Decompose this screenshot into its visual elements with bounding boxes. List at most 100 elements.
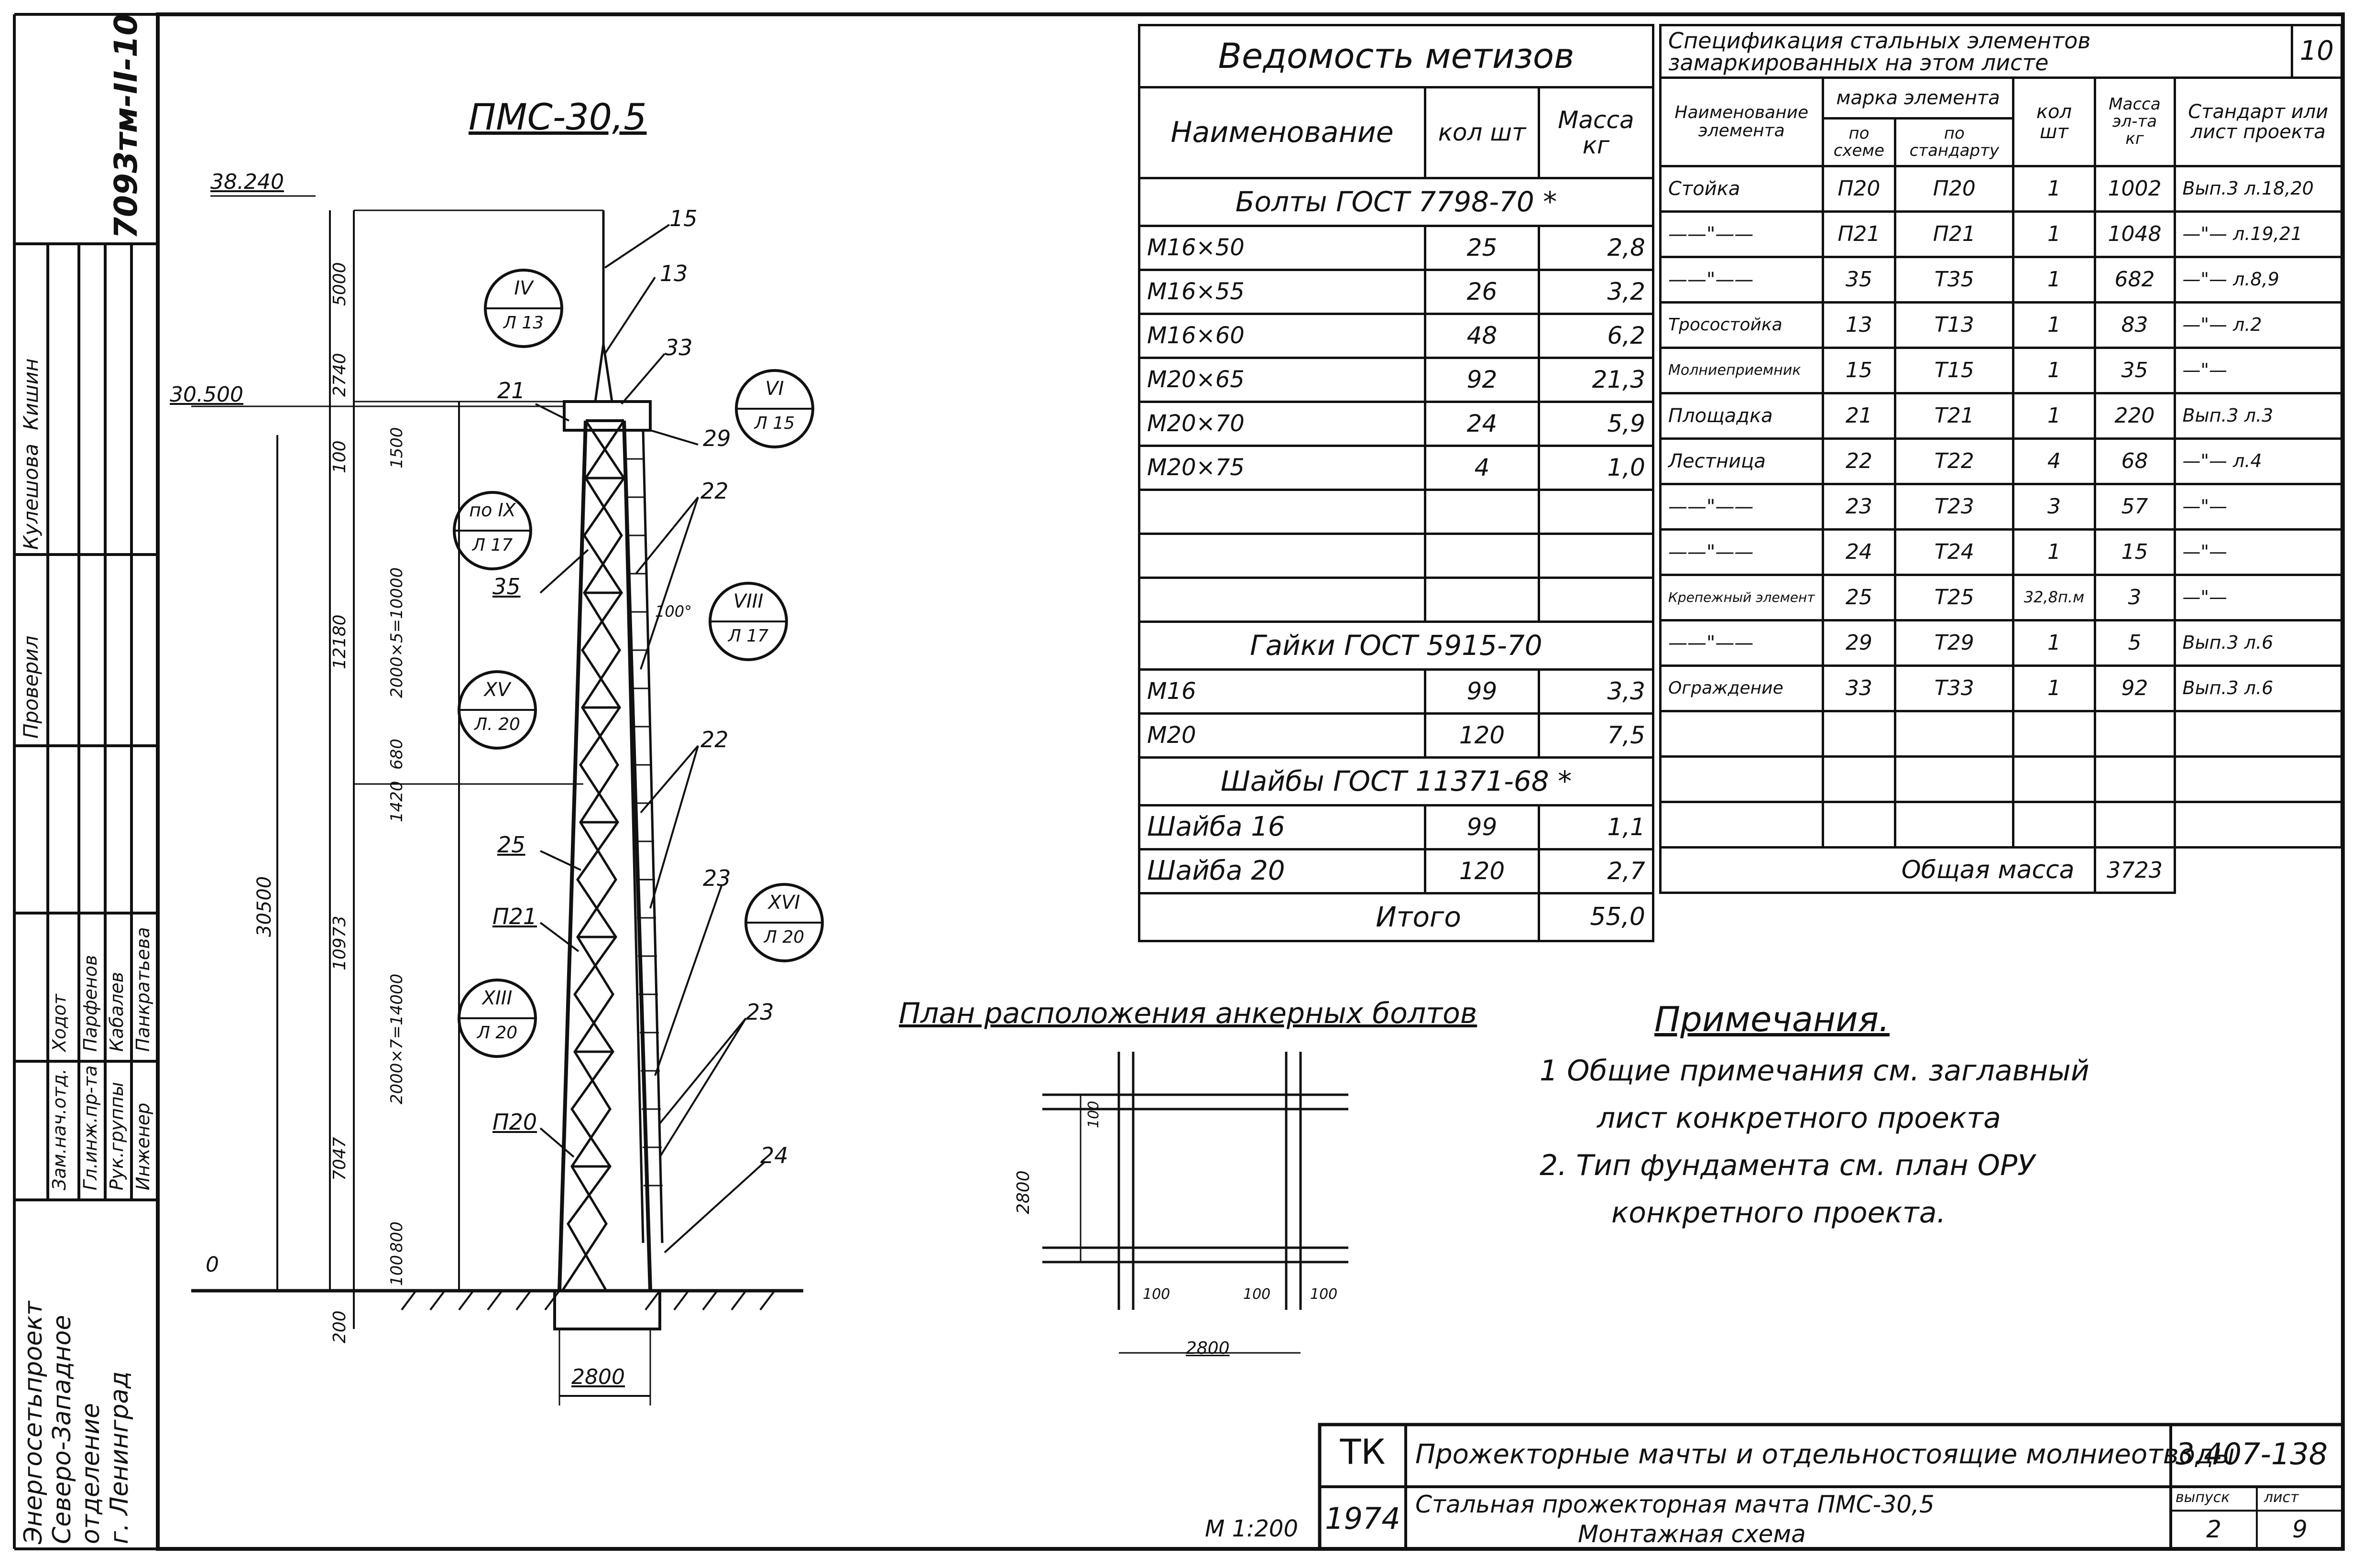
spec-h-ref: Стандарт или лист проекта <box>2173 76 2343 167</box>
cell: 220 <box>2093 392 2176 440</box>
ground-elevation-mark: 0 <box>206 1252 219 1277</box>
cell: 21,3 <box>1537 357 1655 403</box>
cell: 120 <box>1424 712 1540 759</box>
spec-total-value: 3723 <box>2093 846 2176 894</box>
cell: Т25 <box>1894 574 2015 621</box>
cell: 4 <box>2012 437 2096 485</box>
cell: М20×65 <box>1137 357 1427 403</box>
cell: ——"—— <box>1659 619 1824 667</box>
stamp-scale: М 1:200 <box>1205 1515 1298 1542</box>
cell: 3,2 <box>1537 269 1655 315</box>
cell: 24 <box>1424 401 1540 447</box>
doc-code: 7093тм-II-10 <box>108 13 144 239</box>
cell: 22 <box>1821 437 1897 485</box>
cell: М16×50 <box>1137 225 1427 271</box>
callout-num: по IX <box>469 500 516 521</box>
org-line: г. Ленинград <box>105 1371 134 1544</box>
stamp-sheet-label: лист <box>2264 1489 2299 1506</box>
dim-1500: 1500 <box>387 427 406 468</box>
check-label: Кишин <box>19 359 43 430</box>
doc-code-text: 7093тм-II-10 <box>108 13 144 239</box>
cell: —"— л.4 <box>2173 437 2343 485</box>
part-label: 24 <box>760 1143 788 1168</box>
spec-h-name: Наименование элемента <box>1659 76 1824 167</box>
part-label: 13 <box>660 261 688 286</box>
cell: Т23 <box>1894 483 2015 531</box>
cell: 3 <box>2093 574 2176 621</box>
cell: М16 <box>1137 668 1427 715</box>
anchor-small-dim: 100 <box>1243 1286 1271 1303</box>
stamp-line1: Прожекторные мачты и отдельностоящие мол… <box>1415 1439 2235 1470</box>
part-label: 29 <box>703 425 731 451</box>
signer-name: Парфенов <box>80 955 101 1052</box>
anchor-small-dim: 100 <box>1143 1286 1170 1303</box>
stamp-code: 3.407-138 <box>2176 1437 2328 1471</box>
role: Гл.инж.пр-та <box>80 1065 101 1191</box>
part-label: 21 <box>497 378 525 403</box>
callout-num: VI <box>765 378 784 400</box>
cell: М20 <box>1137 712 1427 759</box>
dim-200: 200 <box>330 1310 350 1343</box>
washers-section-title: Шайбы ГОСТ 11371-68 * <box>1138 756 1654 806</box>
hardware-header-qty: кол шт <box>1424 86 1540 179</box>
cell: Шайба 20 <box>1137 848 1427 894</box>
cell: 1 <box>2012 392 2096 440</box>
name-column: Парфенов <box>80 955 101 1052</box>
cell: 35 <box>2093 347 2176 394</box>
cell: Т22 <box>1894 437 2015 485</box>
role: Зам.нач.отд. <box>49 1068 70 1190</box>
callout-sheet: Л 15 <box>754 414 795 433</box>
role: Инженер <box>132 1102 153 1190</box>
hardware-header-mass: Масса кг <box>1537 86 1655 179</box>
dim-5000: 5000 <box>330 262 350 306</box>
role: Рук.группы <box>106 1082 127 1190</box>
cell: Т35 <box>1894 256 2015 304</box>
cell: —"— <box>2173 483 2343 531</box>
notes-title: Примечания. <box>1654 999 1890 1039</box>
cell: ——"—— <box>1659 210 1824 258</box>
cell: ——"—— <box>1659 483 1824 531</box>
note-line: конкретного проекта. <box>1611 1196 1946 1230</box>
spec-h-qty: кол шт <box>2012 76 2096 167</box>
cell: 26 <box>1424 269 1540 315</box>
spec-h-mass: Масса эл-та кг <box>2093 76 2176 167</box>
cell: 1 <box>2012 347 2096 394</box>
cell: —"— л.2 <box>2173 301 2343 349</box>
spec-h-std: по стандарту <box>1894 117 2015 167</box>
spec-title-line: Спецификация стальных элементов <box>1668 27 2091 54</box>
cell: 1,0 <box>1537 445 1655 491</box>
notes-body: 1 Общие примечания см. заглавный лист ко… <box>1540 1052 2089 1241</box>
dim-100b: 100 <box>387 1255 406 1286</box>
note-line: 2. Тип фундамента см. план ОРУ <box>1540 1149 2035 1182</box>
cell: —"— л.8,9 <box>2173 256 2343 304</box>
dim-30500: 30500 <box>253 876 275 937</box>
check-text: Кишин <box>19 358 43 430</box>
bolts-section-title: Болты ГОСТ 7798-70 * <box>1138 177 1654 227</box>
role-column: Инженер <box>132 1103 153 1190</box>
dim-7047: 7047 <box>330 1137 350 1181</box>
cell: 1 <box>2012 664 2096 712</box>
anchor-small-dim: 100 <box>1310 1286 1338 1303</box>
dim-1420: 1420 <box>387 781 406 822</box>
cell: Вып.3 л.6 <box>2173 664 2343 712</box>
hardware-title: Ведомость метизов <box>1138 24 1654 88</box>
signer-name: Панкратьева <box>132 927 153 1052</box>
stamp-issue-label: выпуск <box>2176 1489 2230 1506</box>
cell: Площадка <box>1659 392 1824 440</box>
spec-title-line: замаркированных на этом листе <box>1668 49 2049 76</box>
cell: 15 <box>1821 347 1897 394</box>
cell: 33 <box>1821 664 1897 712</box>
cell: 29 <box>1821 619 1897 667</box>
cell: —"— <box>2173 347 2343 394</box>
cell: П20 <box>1894 165 2015 213</box>
name-column: Ходот <box>49 994 70 1052</box>
base-width: 2800 <box>571 1365 625 1389</box>
